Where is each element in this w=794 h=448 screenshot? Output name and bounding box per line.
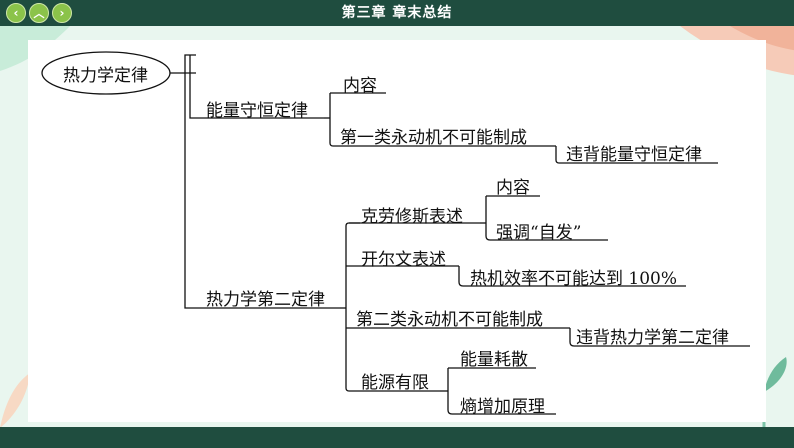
- node-clausius-content: 内容: [496, 178, 530, 198]
- node-kelvin-efficiency: 热机效率不可能达到 100%: [470, 269, 678, 289]
- bottom-bar: [0, 427, 794, 448]
- node-perpetual-second: 第二类永动机不可能制成: [356, 310, 543, 330]
- content-card: [28, 40, 766, 422]
- node-kelvin: 开尔文表述: [361, 250, 446, 270]
- node-clausius-emphasis: 强调“自发”: [496, 223, 582, 243]
- node-entropy: 熵增加原理: [460, 397, 545, 417]
- node-violates-first: 违背能量守恒定律: [566, 145, 702, 165]
- node-first-law: 能量守恒定律: [206, 101, 308, 121]
- top-bar: [0, 0, 794, 26]
- node-second-law: 热力学第二定律: [206, 290, 325, 310]
- chapter-title: 第三章 章末总结: [341, 5, 453, 21]
- node-violates-second: 违背热力学第二定律: [576, 328, 729, 348]
- node-perpetual-first: 第一类永动机不可能制成: [340, 128, 527, 148]
- forward-button[interactable]: ›: [52, 3, 72, 23]
- node-energy-limited: 能源有限: [361, 373, 429, 393]
- chevron-up-icon: ︿: [33, 6, 45, 20]
- node-dissipation: 能量耗散: [460, 350, 528, 370]
- node-first-law-content: 内容: [343, 76, 377, 96]
- leaf-decoration-left: [0, 373, 30, 428]
- back-button[interactable]: ‹: [6, 3, 26, 23]
- chevron-right-icon: ›: [59, 6, 65, 20]
- root-node: 热力学定律: [63, 66, 148, 86]
- node-clausius: 克劳修斯表述: [361, 207, 463, 227]
- home-button[interactable]: ︿: [29, 3, 49, 23]
- chevron-left-icon: ‹: [13, 6, 19, 20]
